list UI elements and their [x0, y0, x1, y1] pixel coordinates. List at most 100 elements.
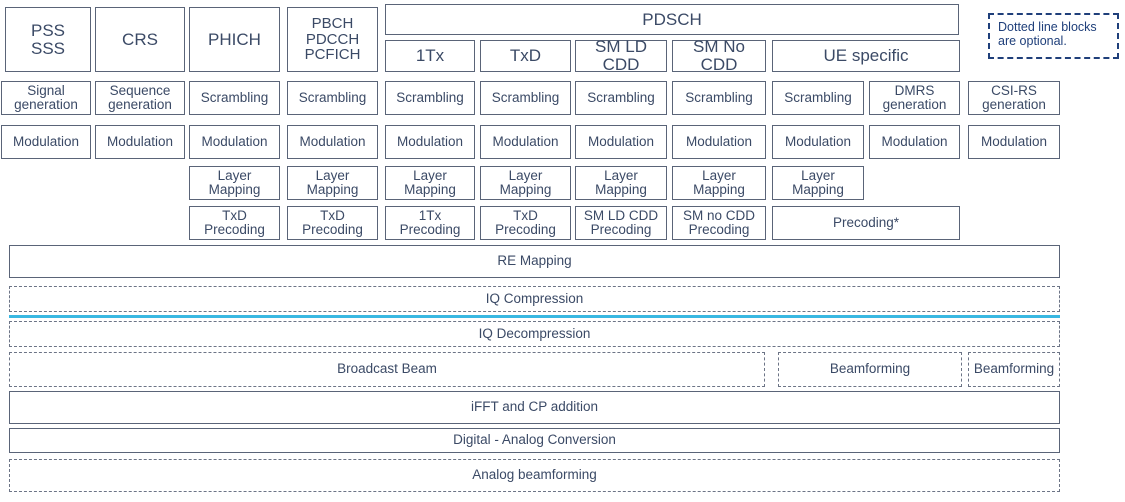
crs-label: CRS: [122, 29, 158, 49]
1tx-precoding-block: 1Tx Precoding: [385, 206, 475, 240]
fronthaul-divider-line: [9, 315, 1060, 318]
modulation-block-dmrs: Modulation: [869, 125, 960, 159]
modulation-label: Modulation: [587, 133, 655, 149]
precoding-line-1: SM no CDD: [682, 207, 755, 223]
txd-precoding-block-pbch: TxD Precoding: [287, 206, 378, 240]
ifft-cp-addition-block: iFFT and CP addition: [9, 391, 1060, 424]
layer-mapping-block-1tx: Layer Mapping: [385, 166, 475, 200]
phich-label: PHICH: [208, 29, 261, 49]
pdsch-ue-specific-label: UE specific: [823, 46, 909, 66]
sss-label: SSS: [30, 38, 66, 58]
pss-sss-block: PSS SSS: [5, 7, 91, 72]
precoding-line-2: Precoding: [495, 222, 556, 237]
broadcast-beam-label: Broadcast Beam: [337, 361, 437, 377]
pdsch-1tx-block: 1Tx: [385, 40, 475, 72]
analog-beamforming-block: Analog beamforming: [9, 459, 1060, 492]
layer-mapping-line-2: Mapping: [595, 182, 647, 197]
ue-precoding-block: Precoding*: [772, 206, 960, 240]
re-mapping-label: RE Mapping: [497, 253, 572, 269]
txd-precoding-block-pdsch: TxD Precoding: [480, 206, 571, 240]
digital-analog-conversion-label: Digital - Analog Conversion: [453, 432, 616, 448]
precoding-line-2: Precoding: [590, 222, 652, 237]
modulation-block-txd: Modulation: [480, 125, 571, 159]
modulation-label: Modulation: [881, 133, 948, 149]
modulation-block-sm-ld-cdd: Modulation: [575, 125, 667, 159]
layer-mapping-block-txd: Layer Mapping: [480, 166, 571, 200]
scrambling-block-1tx: Scrambling: [385, 81, 475, 115]
txd-precoding-block-phich: TxD Precoding: [189, 206, 280, 240]
beamforming-label: Beamforming: [829, 361, 911, 377]
modulation-label: Modulation: [980, 133, 1048, 149]
precoding-line-2: Precoding: [302, 222, 363, 237]
precoding-line-2: Precoding: [688, 222, 750, 237]
pdsch-txd-block: TxD: [480, 40, 571, 72]
pdsch-sm-ld-cdd-block: SM LD CDD: [575, 38, 667, 73]
layer-mapping-line-1: Layer: [413, 167, 447, 183]
modulation-block-1tx: Modulation: [385, 125, 475, 159]
iq-compression-block: IQ Compression: [9, 286, 1060, 312]
layer-mapping-line-1: Layer: [315, 167, 350, 183]
signal-generation-block: Signal generation: [1, 81, 91, 115]
dmrs-generation-block: DMRS generation: [869, 81, 960, 115]
modulation-block-csi-rs: Modulation: [968, 125, 1060, 159]
pdsch-sm-no-cdd-label: SM No CDD: [693, 37, 745, 74]
layer-mapping-line-1: Layer: [508, 167, 543, 183]
layer-mapping-line-1: Layer: [702, 167, 736, 183]
broadcast-beam-block: Broadcast Beam: [9, 352, 765, 387]
beamforming-block-csi-rs: Beamforming: [968, 352, 1060, 387]
beamforming-label: Beamforming: [973, 361, 1055, 377]
scrambling-block-sm-ld-cdd: Scrambling: [575, 81, 667, 115]
crs-block: CRS: [95, 7, 185, 72]
precoding-line-2: Precoding: [204, 222, 265, 237]
scrambling-label: Scrambling: [784, 89, 852, 105]
layer-mapping-line-2: Mapping: [208, 182, 261, 197]
pdsch-ue-specific-block: UE specific: [772, 40, 960, 72]
layer-mapping-block-pbch: Layer Mapping: [287, 166, 378, 200]
pbch-label: PBCH: [311, 14, 354, 32]
pdsch-sm-no-cdd-block: SM No CDD: [672, 37, 766, 74]
modulation-block-ue: Modulation: [772, 125, 864, 159]
pdcch-label: PDCCH: [305, 30, 360, 48]
pss-label: PSS: [30, 20, 66, 40]
scrambling-block-sm-no-cdd: Scrambling: [672, 81, 766, 115]
modulation-label: Modulation: [492, 133, 559, 149]
analog-beamforming-label: Analog beamforming: [472, 467, 597, 483]
csi-rs-generation-line-1: CSI-RS: [991, 82, 1037, 98]
precoding-line-1: TxD: [320, 207, 345, 223]
scrambling-label: Scrambling: [491, 89, 560, 105]
modulation-block-sm-no-cdd: Modulation: [672, 125, 766, 159]
iq-decompression-block: IQ Decompression: [9, 321, 1060, 347]
scrambling-label: Scrambling: [200, 89, 269, 105]
legend-box: Dotted line blocks are optional.: [988, 13, 1119, 59]
modulation-block-pbch: Modulation: [287, 125, 378, 159]
iq-decompression-label: IQ Decompression: [478, 325, 591, 341]
iq-compression-label: IQ Compression: [485, 290, 584, 306]
pdsch-1tx-label: 1Tx: [415, 46, 445, 66]
pcfich-label: PCFICH: [304, 46, 361, 64]
ifft-cp-addition-label: iFFT and CP addition: [470, 399, 599, 415]
pbch-pdcch-pcfich-block: PBCH PDCCH PCFICH: [287, 7, 378, 72]
sequence-generation-line-1: Sequence: [109, 82, 171, 98]
layer-mapping-block-sm-ld-cdd: Layer Mapping: [575, 166, 667, 200]
modulation-label: Modulation: [396, 133, 464, 149]
layer-mapping-line-1: Layer: [801, 167, 835, 183]
scrambling-label: Scrambling: [685, 89, 753, 105]
sm-no-cdd-precoding-block: SM no CDD Precoding: [672, 206, 766, 240]
layer-mapping-line-2: Mapping: [792, 182, 844, 197]
layer-mapping-line-2: Mapping: [693, 182, 745, 197]
modulation-label: Modulation: [12, 133, 80, 149]
modulation-label: Modulation: [299, 133, 366, 149]
precoding-line-2: Precoding: [399, 222, 461, 237]
phich-block: PHICH: [189, 7, 280, 72]
sequence-generation-line-2: generation: [108, 97, 172, 112]
modulation-label: Modulation: [685, 133, 753, 149]
modulation-block-phich: Modulation: [189, 125, 280, 159]
modulation-label: Modulation: [784, 133, 852, 149]
scrambling-block-pbch: Scrambling: [287, 81, 378, 115]
layer-mapping-line-2: Mapping: [306, 182, 359, 197]
modulation-label: Modulation: [106, 133, 174, 149]
modulation-block-pss: Modulation: [1, 125, 91, 159]
signal-generation-line-1: Signal: [27, 82, 65, 98]
scrambling-block-phich: Scrambling: [189, 81, 280, 115]
layer-mapping-block-sm-no-cdd: Layer Mapping: [672, 166, 766, 200]
